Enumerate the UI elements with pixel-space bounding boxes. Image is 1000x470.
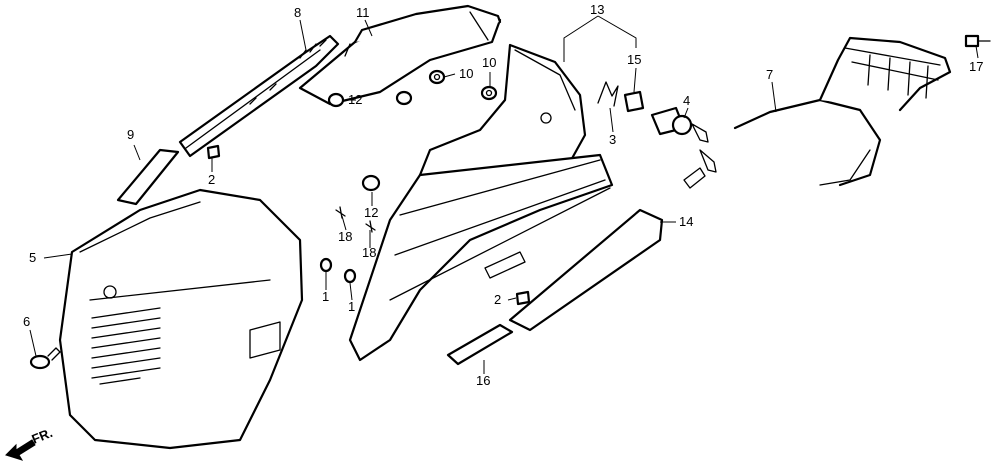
part-10-grommet-right	[480, 85, 498, 101]
callout-1-left: 1	[322, 289, 329, 304]
part-11-upper-cover	[298, 4, 502, 106]
callout-2-right: 2	[494, 292, 501, 307]
part-15-nut	[623, 90, 645, 113]
part-8-side-rail	[178, 34, 340, 158]
callout-12-lower: 12	[364, 205, 378, 220]
callout-18-right: 18	[362, 245, 376, 260]
part-6-fastener	[29, 347, 61, 370]
part-13-body-cover	[348, 43, 614, 362]
part-14-side-rail	[508, 208, 664, 332]
callout-11: 11	[356, 5, 370, 20]
callout-18-left: 18	[338, 229, 352, 244]
front-direction-indicator: FR.	[5, 425, 55, 461]
callout-3: 3	[609, 132, 616, 147]
part-2-clip-right	[515, 290, 531, 306]
part-3-clip	[597, 81, 619, 107]
part-5-front-cover	[58, 188, 304, 450]
callout-10-right: 10	[482, 55, 496, 70]
callout-labels: 8 11 13 15 3 4 7 17 10 10 12 12 18 18 1 …	[23, 2, 983, 388]
part-7-carrier-rack	[733, 36, 952, 187]
callout-10-left: 10	[459, 66, 473, 81]
callout-8: 8	[294, 5, 301, 20]
part-9-trim-strip	[116, 148, 180, 206]
part-12-clip-lower	[361, 174, 381, 192]
part-16-reflector	[446, 323, 514, 366]
leader-lines	[29, 15, 979, 374]
callout-2-left: 2	[208, 172, 215, 187]
callout-4: 4	[683, 93, 690, 108]
callout-6: 6	[23, 314, 30, 329]
callout-16: 16	[476, 373, 490, 388]
callout-12-upper: 12	[348, 92, 362, 107]
front-arrow-icon	[5, 439, 36, 461]
callout-15: 15	[627, 52, 641, 67]
part-1-washers	[319, 257, 357, 284]
callout-5: 5	[29, 250, 36, 265]
callout-1-right: 1	[348, 299, 355, 314]
callout-14: 14	[679, 214, 693, 229]
part-4-key-lock	[650, 106, 717, 189]
front-cover-vents	[91, 307, 161, 379]
part-10-grommet-left	[428, 69, 446, 85]
callout-7: 7	[766, 67, 773, 82]
part-12-clip-upper	[327, 90, 413, 108]
callout-13: 13	[590, 2, 604, 17]
part-2-clip-left	[206, 144, 221, 160]
callout-9: 9	[127, 127, 134, 142]
front-direction-label: FR.	[30, 425, 55, 447]
part-17-screw	[964, 34, 991, 48]
callout-17: 17	[969, 59, 983, 74]
